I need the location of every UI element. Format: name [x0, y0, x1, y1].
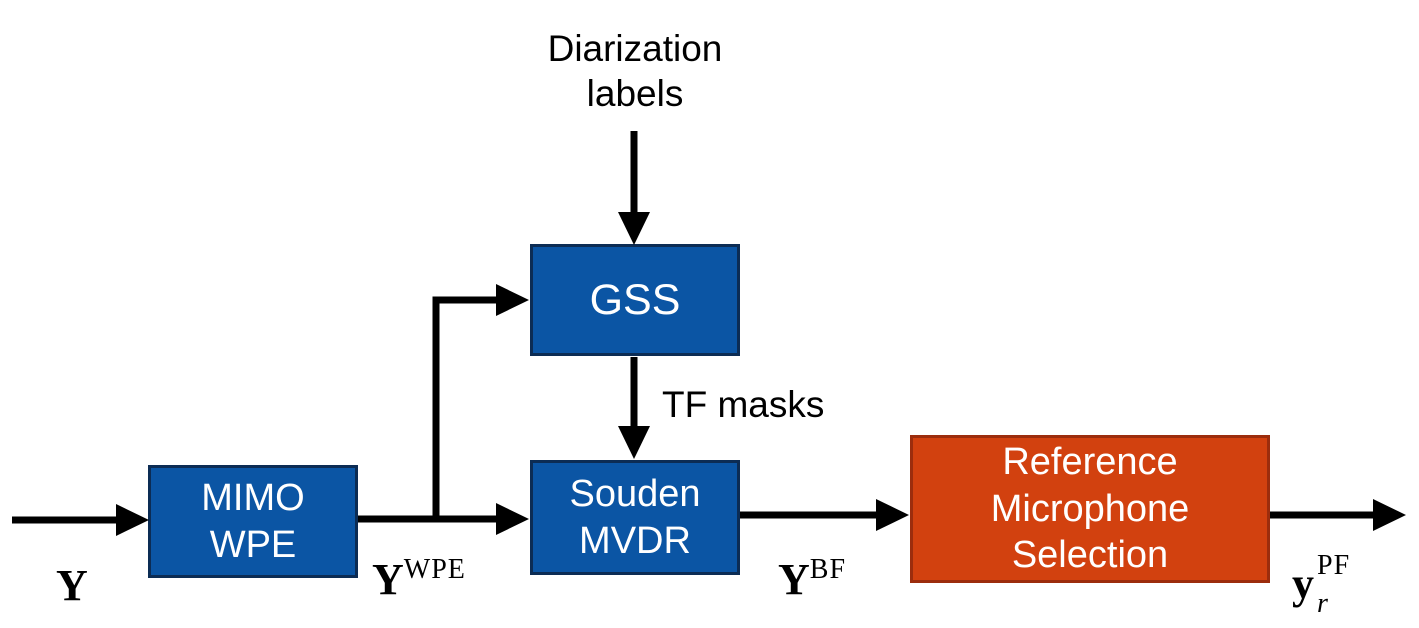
arrow-input-to-mimo-wpe [12, 504, 149, 536]
block-gss: GSS [530, 244, 740, 356]
block-reference-microphone-selection: Reference Microphone Selection [910, 435, 1270, 583]
signal-label-base: Y [778, 555, 810, 604]
arrow-gss-to-souden-mvdr [618, 357, 650, 459]
signal-label-Y-WPE: YWPE [372, 556, 466, 602]
signal-label-base: y [1292, 559, 1314, 608]
signal-label-base: Y [372, 555, 404, 604]
signal-label-superscript: PF [1317, 550, 1351, 581]
signal-label-superscript: BF [809, 554, 847, 585]
arrow-diarization-to-gss [618, 131, 650, 245]
signal-label-scripts: PF r [1314, 552, 1370, 618]
signal-label-base: Y [56, 561, 88, 610]
block-souden-mvdr: Souden MVDR [530, 460, 740, 575]
diarization-labels-text: Diarization labels [547, 28, 723, 115]
tf-masks-text: TF masks [662, 384, 825, 425]
arrow-branch-to-gss [432, 284, 529, 522]
signal-label-superscript: WPE [403, 554, 466, 585]
block-mimo-wpe: MIMO WPE [148, 465, 358, 578]
arrow-ref-mic-to-output [1270, 499, 1406, 531]
arrow-souden-mvdr-to-ref-mic [740, 499, 909, 531]
signal-label-Y-BF: YBF [778, 556, 846, 602]
arrow-mimo-wpe-to-souden-mvdr [358, 503, 529, 535]
signal-label-subscript: r [1317, 588, 1328, 619]
signal-label-input-Y: Y [56, 562, 88, 608]
